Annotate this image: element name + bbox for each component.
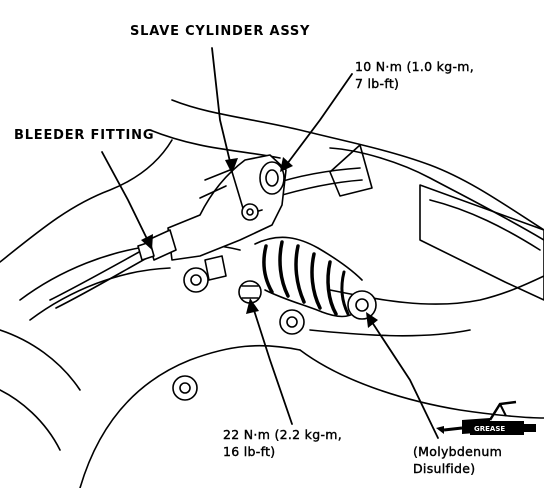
bottom-bolt xyxy=(172,375,198,401)
leader-grease xyxy=(367,315,439,439)
upper-bolt-torque-label: 10 N·m (1.0 kg-m, 7 lb-ft) xyxy=(355,59,475,91)
leader-bleeder-fitting xyxy=(101,151,151,246)
housing-outline-upper xyxy=(171,99,544,231)
lower-bolt-torque-label: 22 N·m (2.2 kg-m, 16 lb-ft) xyxy=(223,427,343,459)
cylinder-body-shading xyxy=(199,169,231,199)
housing-outline-left xyxy=(0,139,173,263)
cylinder-body xyxy=(167,154,287,261)
boot-fold-3 xyxy=(294,244,306,304)
boot-fold-2 xyxy=(278,240,290,298)
stud-bolt xyxy=(204,255,227,281)
upper-line-b xyxy=(271,179,363,199)
housing-bottom-left-2 xyxy=(0,389,61,451)
arrowhead-torque-bottom xyxy=(246,298,259,314)
housing-rib-2 xyxy=(329,147,544,241)
boot-fold-4 xyxy=(310,252,322,310)
boot-outline-top xyxy=(254,236,363,281)
lower-bolt-right xyxy=(279,309,305,335)
push-rod-tip xyxy=(347,290,377,320)
cylinder-mount-bolt-inner xyxy=(246,208,254,216)
arrowhead-torque-top xyxy=(280,157,293,172)
arrowhead-grease xyxy=(366,312,378,328)
grease-type-label: (Molybdenum Disulfide) xyxy=(413,444,503,476)
cylinder-top-fitting-inner xyxy=(265,169,279,187)
bleeder-hose-upper xyxy=(49,245,151,301)
arrowhead-bleeder-fitting xyxy=(141,234,153,250)
leader-slave-cylinder xyxy=(211,47,233,171)
housing-right-rib xyxy=(429,199,541,251)
housing-right-block xyxy=(419,184,544,301)
boot-fold-1 xyxy=(262,244,274,294)
bleeder-fitting-label: BLEEDER FITTING xyxy=(14,128,155,143)
housing-mid-left-2 xyxy=(29,267,171,321)
housing-bottom-curve xyxy=(79,344,301,488)
housing-lower-right-2 xyxy=(309,329,471,337)
boot-outline-bottom xyxy=(264,289,357,318)
boot-fold-6 xyxy=(340,270,350,316)
housing-lower-flange xyxy=(299,349,544,419)
leader-torque-top xyxy=(283,73,353,169)
grease-gun-text: GREASE xyxy=(474,425,505,433)
bleeder-hose-lower xyxy=(55,253,155,309)
housing-bottom-left xyxy=(0,329,81,391)
grease-gun-icon: GREASE xyxy=(436,400,536,435)
housing-bracket xyxy=(329,144,373,197)
lower-bolt-left xyxy=(183,267,209,293)
leader-torque-bottom xyxy=(251,303,293,425)
arrowhead-slave-cylinder xyxy=(225,158,238,174)
slave-cylinder-label: SLAVE CYLINDER ASSY xyxy=(130,24,311,39)
boot-fold-5 xyxy=(326,260,338,316)
cylinder-mount-bolt xyxy=(241,203,259,221)
push-rod-tip-inner xyxy=(355,298,369,312)
cylinder-top-fitting xyxy=(259,161,285,195)
